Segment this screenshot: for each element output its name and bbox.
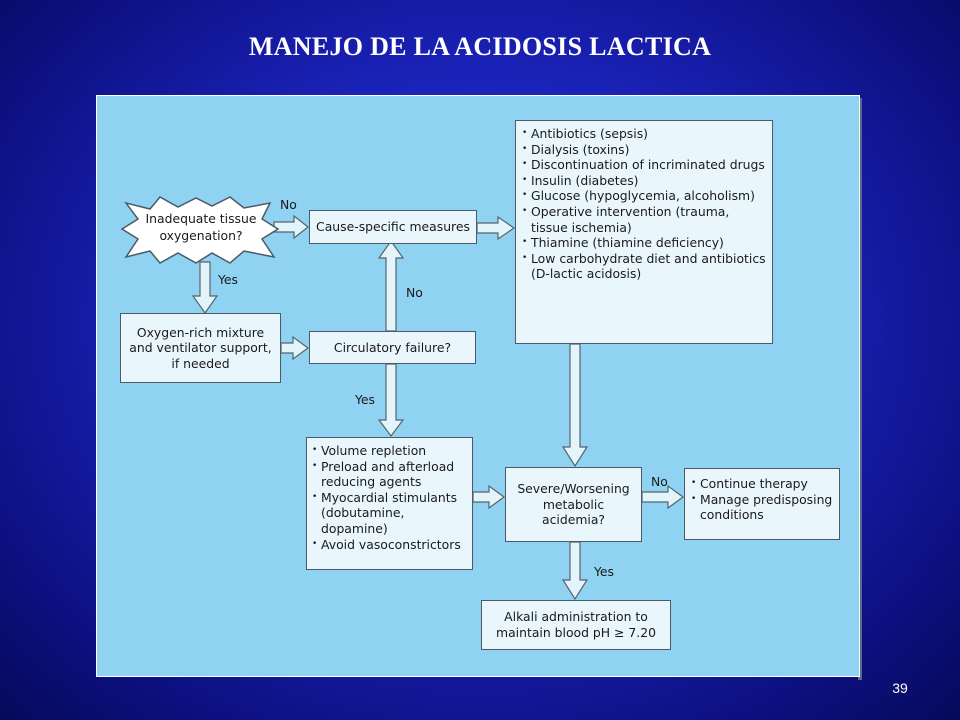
list-item: Dialysis (toxins) — [522, 142, 766, 158]
list-item: Myocardial stimulants (dobutamine, dopam… — [312, 490, 467, 537]
arrow-start-to-oxygen — [191, 261, 219, 315]
circulatory-measures-list: Volume repletion Preload and afterload r… — [312, 443, 467, 552]
arrow-severe-to-alkali — [561, 541, 589, 601]
decision-inadequate-oxygenation: Inadequate tissue oxygenation? — [145, 211, 257, 243]
slide-title: MANEJO DE LA ACIDOSIS LACTICA — [248, 32, 712, 61]
cause-list-box: Antibiotics (sepsis) Dialysis (toxins) D… — [515, 120, 773, 344]
label-no-circulatory: No — [406, 285, 423, 300]
list-item: Antibiotics (sepsis) — [522, 126, 766, 142]
label-yes-acidemia: Yes — [594, 564, 615, 579]
arrow-severe-to-continue — [641, 484, 685, 510]
starburst-shape — [120, 196, 280, 264]
arrow-oxygen-to-circulatory — [280, 335, 310, 361]
arrow-cause-to-list — [476, 215, 516, 241]
cause-list: Antibiotics (sepsis) Dialysis (toxins) D… — [522, 126, 766, 282]
alkali-administration-label: Alkali administration to maintain blood … — [496, 609, 656, 640]
cause-specific-measures-box: Cause-specific measures — [309, 210, 477, 244]
arrow-volume-to-severe — [472, 484, 506, 510]
label-no-acidemia: No — [651, 474, 668, 489]
circulatory-failure-box: Circulatory failure? — [309, 331, 476, 364]
list-item: Glucose (hypoglycemia, alcoholism) — [522, 188, 766, 204]
label-yes-circulatory: Yes — [355, 392, 376, 407]
oxygen-support-label: Oxygen-rich mixture and ventilator suppo… — [129, 324, 272, 371]
list-item: Low carbohydrate diet and antibiotics (D… — [522, 251, 766, 282]
severe-acidemia-label: Severe/Worsening metabolic acidemia? — [517, 481, 630, 528]
page-number: 39 — [892, 680, 908, 696]
severe-acidemia-box: Severe/Worsening metabolic acidemia? — [505, 467, 642, 542]
panel-shadow — [858, 98, 862, 680]
label-no-oxygenation: No — [280, 197, 297, 212]
label-yes-oxygenation: Yes — [218, 272, 239, 287]
list-item: Operative intervention (trauma, tissue i… — [522, 204, 766, 235]
arrow-start-to-cause — [273, 214, 309, 240]
oxygen-support-box: Oxygen-rich mixture and ventilator suppo… — [120, 313, 281, 383]
continue-therapy-list: Continue therapy Manage predisposing con… — [691, 476, 833, 523]
arrow-circulatory-to-volume — [377, 363, 405, 437]
list-item: Preload and afterload reducing agents — [312, 459, 467, 490]
circulatory-failure-label: Circulatory failure? — [333, 339, 452, 355]
continue-therapy-box: Continue therapy Manage predisposing con… — [684, 468, 840, 540]
list-item: Continue therapy — [691, 476, 833, 492]
list-item: Discontinuation of incriminated drugs — [522, 157, 766, 173]
arrow-circulatory-to-cause — [377, 239, 405, 332]
list-item: Manage predisposing conditions — [691, 492, 833, 523]
list-item: Avoid vasoconstrictors — [312, 537, 467, 553]
list-item: Thiamine (thiamine deficiency) — [522, 235, 766, 251]
circulatory-measures-box: Volume repletion Preload and afterload r… — [306, 437, 473, 570]
cause-specific-measures-label: Cause-specific measures — [316, 219, 470, 235]
arrow-list-to-severe — [561, 343, 589, 468]
list-item: Volume repletion — [312, 443, 467, 459]
alkali-administration-box: Alkali administration to maintain blood … — [481, 600, 671, 650]
list-item: Insulin (diabetes) — [522, 173, 766, 189]
